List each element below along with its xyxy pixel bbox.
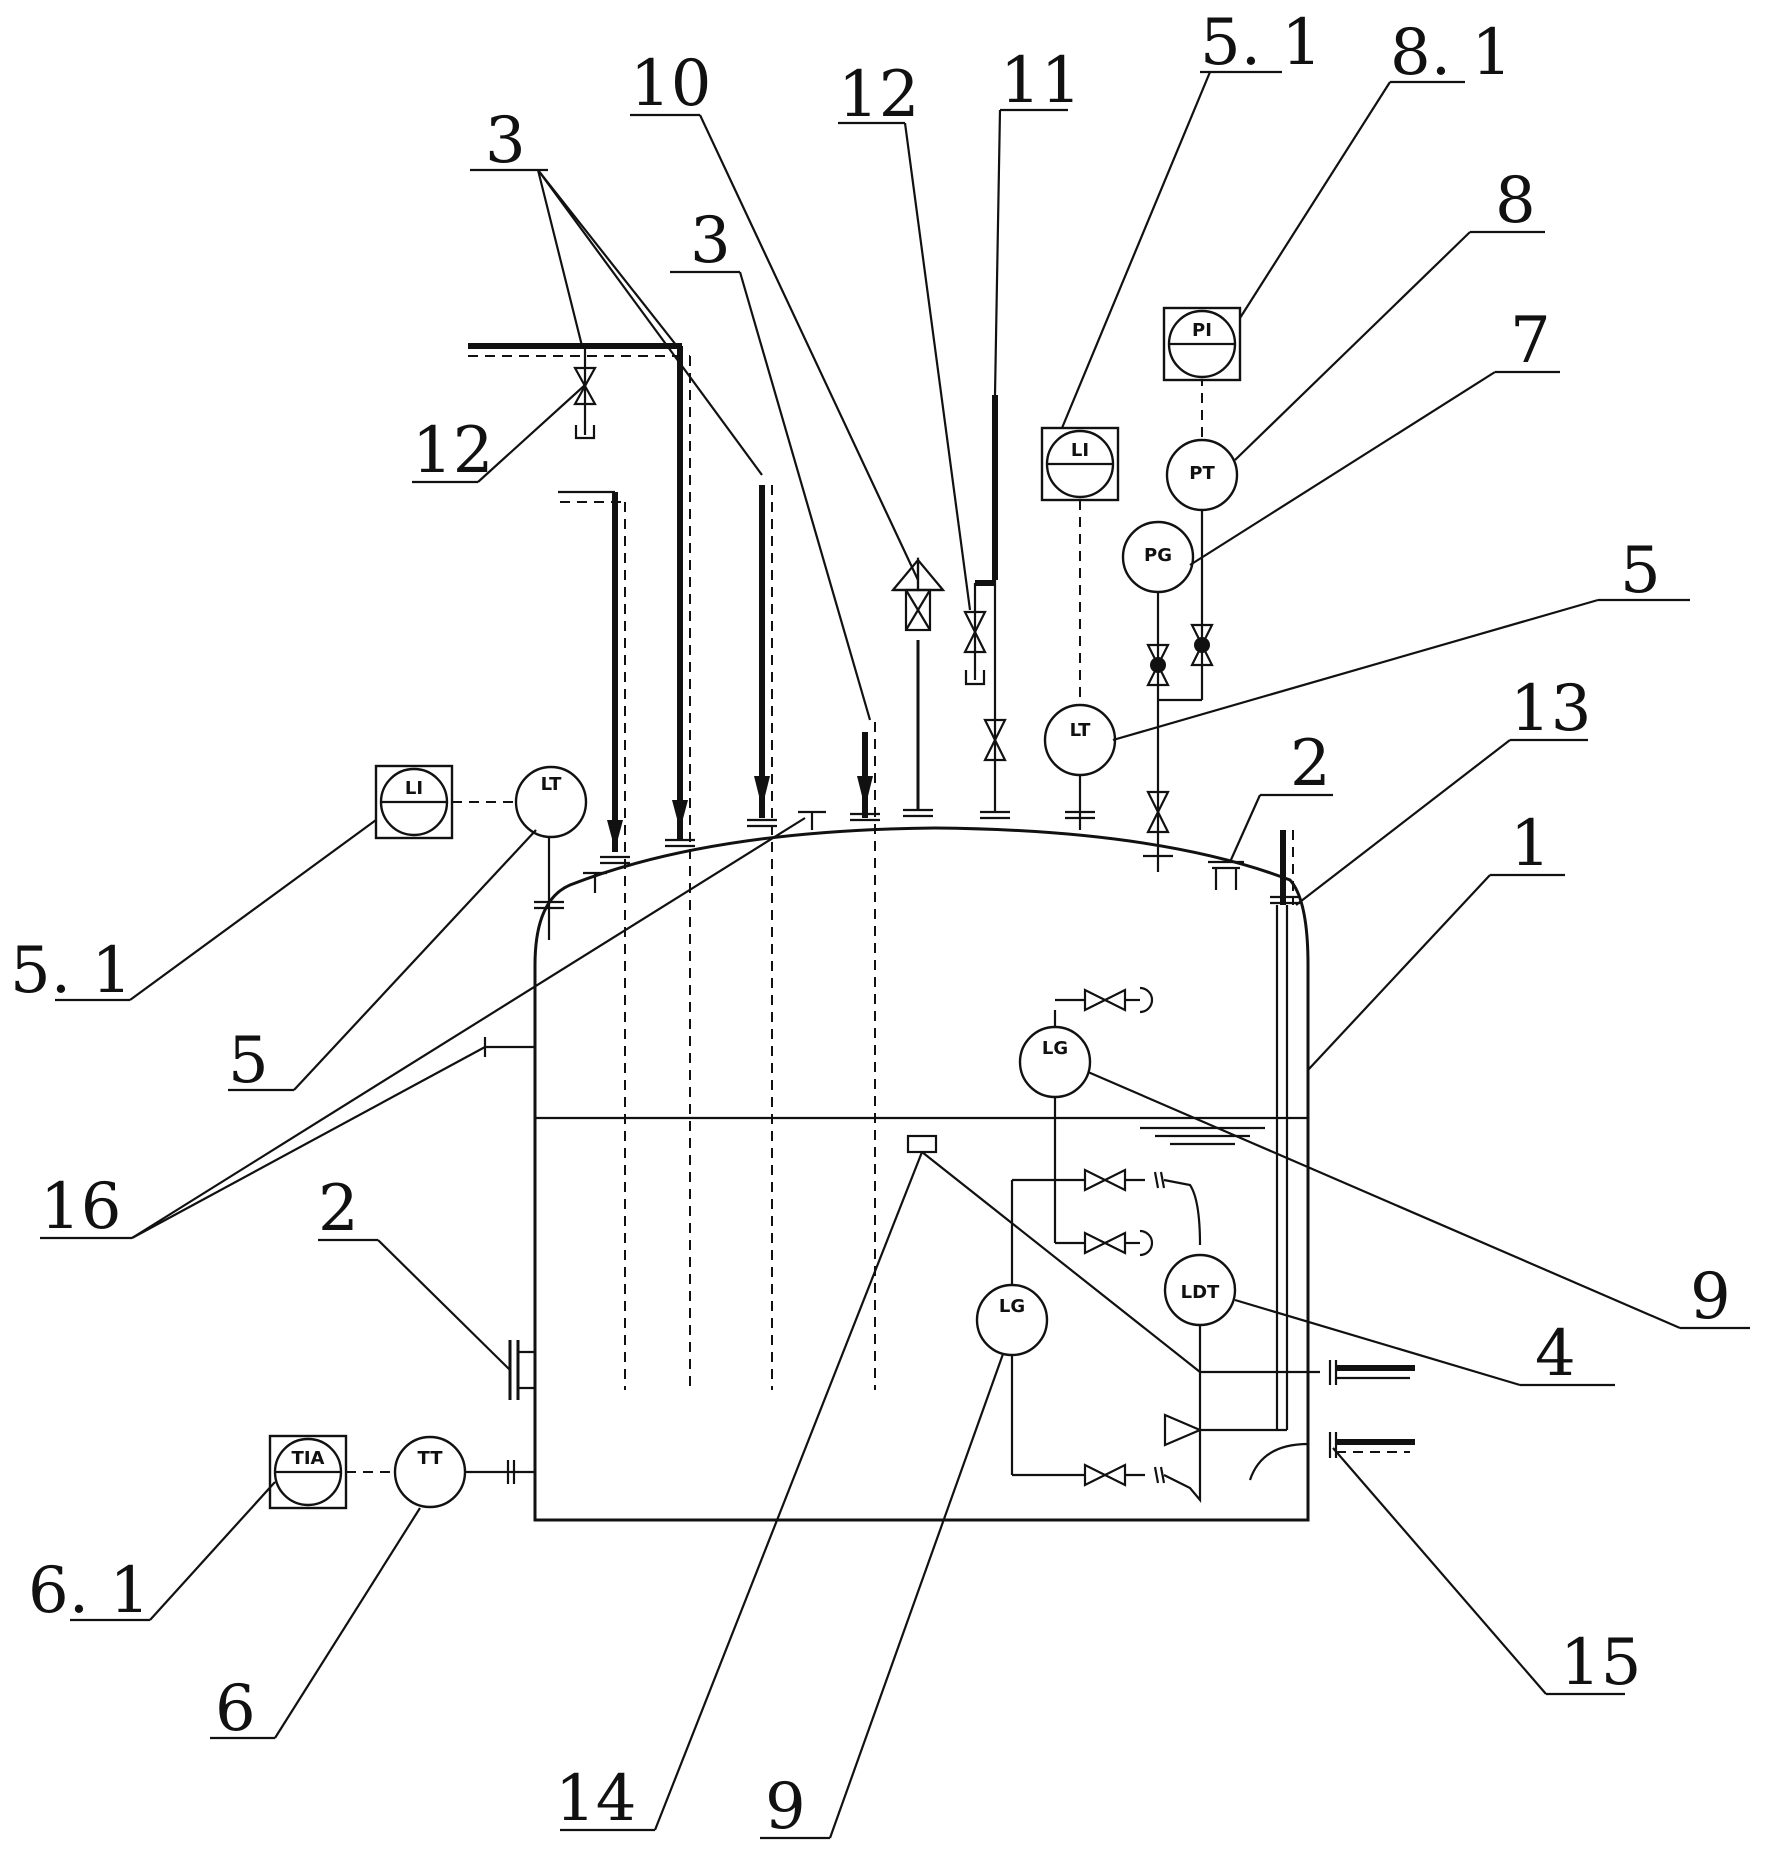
ref-16: 16 bbox=[40, 1170, 121, 1244]
ref-9-bottom: 9 bbox=[765, 1770, 806, 1844]
manhole-2-side bbox=[508, 1340, 535, 1400]
drain-valve-left bbox=[573, 346, 597, 440]
lg-lower-tag: LG bbox=[999, 1296, 1025, 1317]
ref-5-left: 5 bbox=[228, 1024, 269, 1098]
ref-6: 6 bbox=[215, 1672, 256, 1746]
pi-tag: PI bbox=[1192, 320, 1212, 341]
ref-12-left: 12 bbox=[412, 414, 493, 488]
li-left-indicator: LI bbox=[374, 764, 454, 840]
outlet-pipe-4 bbox=[1328, 1360, 1415, 1385]
outlet-pipe-15 bbox=[1248, 1432, 1415, 1481]
ldt-transmitter: LDT bbox=[1163, 1253, 1237, 1327]
ref-8-1: 8. 1 bbox=[1390, 16, 1512, 90]
left-level-transmitter bbox=[452, 801, 564, 940]
pg-tag: PG bbox=[1144, 545, 1172, 566]
tt-transmitter: TT bbox=[393, 1435, 467, 1509]
pressure-piping bbox=[1143, 376, 1214, 872]
ref-2-top: 2 bbox=[1290, 727, 1331, 801]
ref-15: 15 bbox=[1560, 1626, 1641, 1700]
float-sensor-14 bbox=[906, 1134, 1320, 1374]
lg-lower-gauge: LG bbox=[975, 1283, 1049, 1357]
ldt-tag: LDT bbox=[1181, 1282, 1220, 1303]
ref-8: 8 bbox=[1495, 164, 1536, 238]
ref-13: 13 bbox=[1510, 672, 1591, 746]
pipe-13 bbox=[1200, 830, 1300, 1432]
ref-5-1-top: 5. 1 bbox=[1200, 6, 1322, 80]
pt-transmitter: PT bbox=[1165, 438, 1239, 512]
tt-tag: TT bbox=[418, 1448, 444, 1469]
ref-6-1: 6. 1 bbox=[28, 1554, 150, 1628]
lt-top-transmitter: LT bbox=[1043, 703, 1117, 777]
fill-pipes bbox=[468, 343, 880, 1390]
lg-upper-tag: LG bbox=[1042, 1038, 1068, 1059]
ref-3-top: 3 bbox=[485, 104, 526, 178]
leader-lines bbox=[40, 70, 1750, 1840]
vent-pipe-11 bbox=[963, 395, 1010, 820]
ref-14: 14 bbox=[555, 1762, 636, 1836]
lg-upper-gauge: LG bbox=[1018, 1025, 1092, 1099]
pi-indicator: PI bbox=[1162, 306, 1242, 382]
li-top-tag: LI bbox=[1071, 440, 1089, 461]
ref-9-right: 9 bbox=[1690, 1260, 1731, 1334]
lt-left-tag: LT bbox=[541, 774, 562, 795]
reference-numerals: 3 3 10 12 11 5. 1 8. 1 8 7 5 13 2 1 12 5… bbox=[10, 6, 1731, 1844]
temperature-piping bbox=[346, 1460, 535, 1484]
tia-indicator: TIA bbox=[268, 1434, 348, 1510]
pg-gauge: PG bbox=[1121, 520, 1195, 594]
tank-vessel bbox=[533, 826, 1310, 1522]
ref-10: 10 bbox=[630, 47, 711, 121]
ref-7: 7 bbox=[1510, 304, 1551, 378]
li-left-tag: LI bbox=[405, 778, 423, 799]
safety-valve-10 bbox=[890, 556, 946, 818]
lt-left-transmitter: LT bbox=[514, 765, 588, 839]
li-top-indicator: LI bbox=[1040, 426, 1120, 502]
ref-5-right: 5 bbox=[1620, 534, 1661, 608]
ref-4: 4 bbox=[1535, 1317, 1576, 1391]
tia-tag: TIA bbox=[292, 1448, 325, 1469]
ref-2-left: 2 bbox=[318, 1172, 359, 1246]
pt-tag: PT bbox=[1189, 463, 1215, 484]
internal-level-piping bbox=[1010, 986, 1203, 1504]
ref-12-top: 12 bbox=[838, 58, 919, 132]
ref-3-right: 3 bbox=[690, 204, 731, 278]
ref-11: 11 bbox=[1000, 44, 1081, 118]
nozzle-2-top bbox=[1208, 860, 1244, 890]
lt-top-tag: LT bbox=[1070, 720, 1091, 741]
top-level-transmitter bbox=[1065, 500, 1095, 830]
ref-1: 1 bbox=[1510, 807, 1551, 881]
ref-5-1-left: 5. 1 bbox=[10, 934, 132, 1008]
